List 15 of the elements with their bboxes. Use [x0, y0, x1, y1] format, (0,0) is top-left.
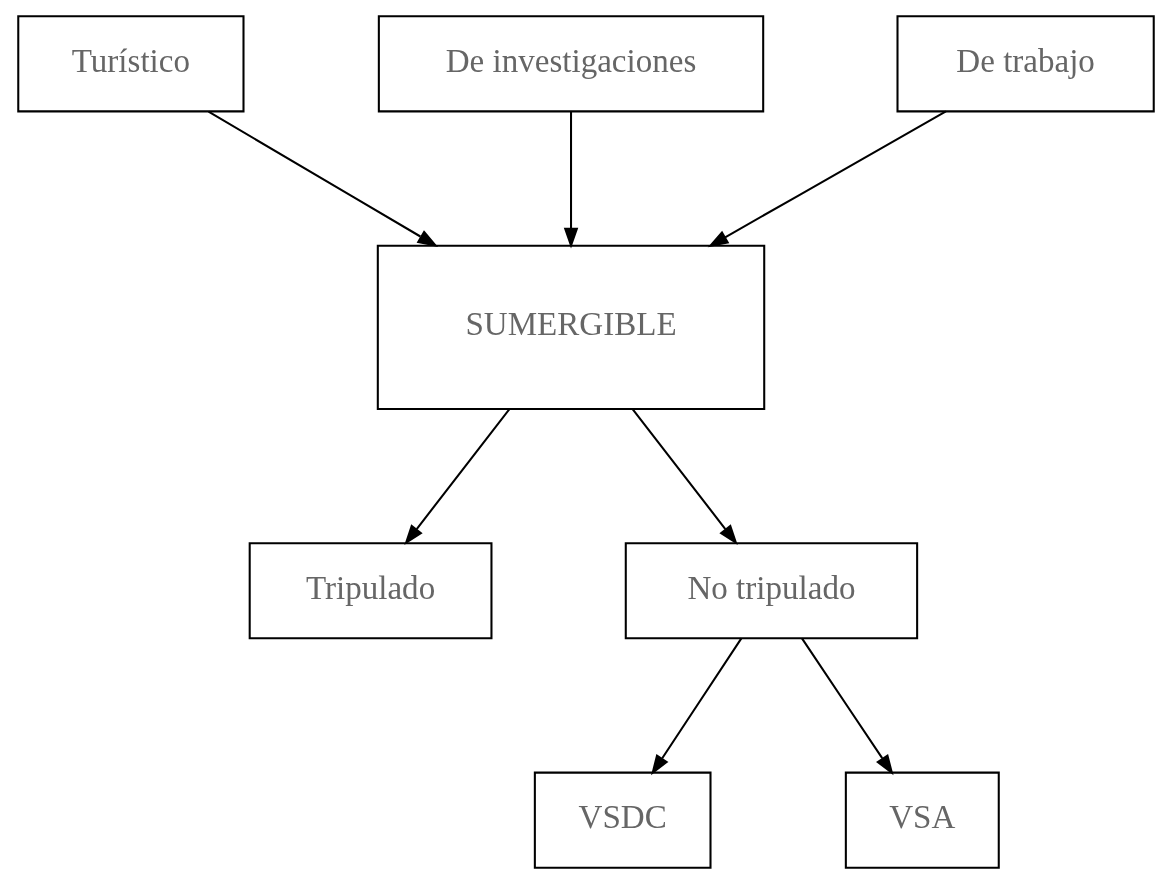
node-box: VSA: [844, 771, 1000, 869]
arrow: [403, 408, 510, 546]
arrow: [650, 637, 742, 776]
arrow: [207, 110, 438, 247]
node-box: VSDC: [533, 771, 712, 869]
node-box: Turístico: [16, 15, 245, 113]
node-box: De investigaciones: [377, 15, 764, 113]
arrow: [707, 110, 946, 248]
node-box: Tripulado: [248, 542, 492, 640]
node-box: No tripulado: [624, 542, 918, 640]
node-box: De trabajo: [895, 15, 1155, 113]
arrow: [563, 111, 578, 249]
node-box: SUMERGIBLE: [376, 244, 765, 410]
arrow: [631, 408, 738, 546]
arrow: [800, 637, 894, 776]
